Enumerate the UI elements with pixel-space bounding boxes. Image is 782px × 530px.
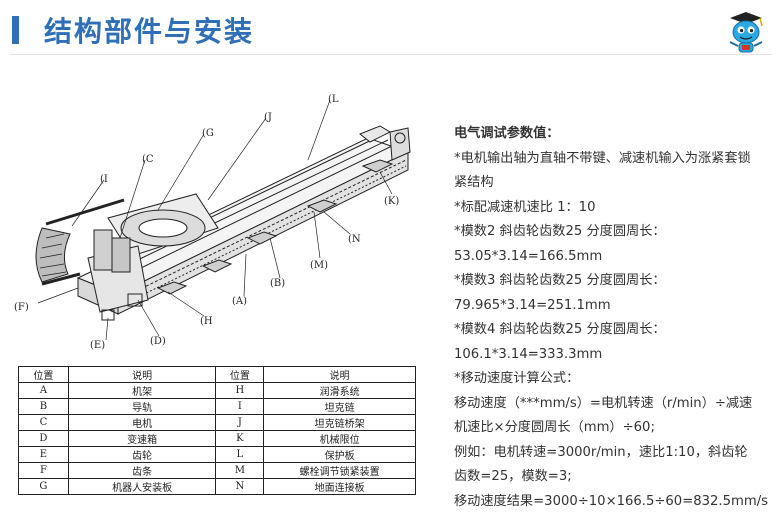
column-header: 位置 [18, 366, 69, 383]
table-cell: 变速箱 [67, 430, 217, 447]
table-cell: 齿轮 [67, 446, 217, 463]
callout-label: (C [142, 154, 154, 165]
linear-axis-drawing: (L (G (J (C (I (K) (N (M) (B) (A) (H (F)… [14, 94, 411, 351]
params-line: 例如：电机转速=3000r/min，速比1:10，斜齿轮 [454, 444, 748, 460]
table-cell: F [18, 462, 69, 479]
params-line: *标配减速机速比 1：10 [454, 199, 596, 215]
params-title: 电气调试参数值： [454, 126, 560, 141]
header-accent-bar [12, 16, 19, 44]
table-cell: 保护板 [263, 446, 416, 463]
header-divider [10, 54, 772, 55]
table-row: F 齿条 M 螺栓调节锁紧装置 [18, 462, 416, 479]
table-cell: 导轨 [67, 398, 217, 415]
params-line: *电机输出轴为直轴不带键、减速机输入为涨紧套锁 [454, 150, 751, 166]
table-cell: 地面连接板 [263, 478, 416, 495]
table-cell: 螺栓调节锁紧装置 [263, 462, 416, 479]
table-cell: B [18, 398, 69, 415]
params-line: 移动速度结果=3000÷10×166.5÷60=832.5mm/s [454, 493, 769, 509]
table-cell: 坦克链桥架 [263, 414, 416, 431]
table-cell: K [215, 430, 265, 447]
page-title: 结构部件与安装 [44, 15, 255, 48]
mascot-graduate-icon [729, 12, 763, 53]
callout-label: (E) [90, 340, 105, 351]
table-header-row: 位置 说明 位置 说明 [18, 366, 416, 383]
column-header: 位置 [215, 366, 265, 383]
table-cell: 机械限位 [263, 430, 416, 447]
column-header: 说明 [263, 366, 416, 383]
table-row: B 导轨 I 坦克链 [18, 398, 416, 415]
callout-label: (L [328, 94, 339, 105]
column-header: 说明 [67, 366, 217, 383]
table-cell: I [215, 398, 265, 415]
params-line: 53.05*3.14=166.5mm [454, 248, 603, 264]
params-line: 移动速度（***mm/s）=电机转速（r/min）÷减速 [454, 395, 753, 411]
callout-label: (M) [310, 260, 328, 271]
callout-label: (I [100, 174, 108, 185]
table-cell: 机架 [67, 382, 217, 399]
callout-label: (A) [232, 296, 247, 307]
table-cell: D [18, 430, 69, 447]
params-line: 机速比×分度圆周长（mm）÷60; [454, 420, 655, 435]
table-cell: 坦克链 [263, 398, 416, 415]
parts-table: 位置 说明 位置 说明 A 机架 H 润滑系统 B 导轨 I 坦克链 C 电机 … [18, 366, 416, 495]
params-line: 106.1*3.14=333.3mm [454, 346, 603, 362]
params-line: *模数2 斜齿轮齿数25 分度圆周长： [454, 224, 666, 239]
table-cell: L [215, 446, 265, 463]
table-row: C 电机 J 坦克链桥架 [18, 414, 416, 431]
params-line: 齿数=25，模数=3; [454, 469, 572, 484]
callout-label: (F) [14, 302, 29, 313]
params-line: *移动速度计算公式： [454, 371, 580, 386]
table-row: A 机架 H 润滑系统 [18, 382, 416, 399]
callout-label: (J [264, 112, 272, 123]
params-line: *模数3 斜齿轮齿数25 分度圆周长： [454, 273, 666, 288]
table-cell: 电机 [67, 414, 217, 431]
params-line: *模数4 斜齿轮齿数25 分度圆周长： [454, 322, 666, 337]
callout-label: (D) [150, 336, 166, 347]
callout-label: (N [348, 234, 361, 245]
table-row: D 变速箱 K 机械限位 [18, 430, 416, 447]
table-cell: E [18, 446, 69, 463]
table-cell: H [215, 382, 265, 399]
params-line: 紧结构 [454, 175, 494, 190]
table-cell: 润滑系统 [263, 382, 416, 399]
table-row: E 齿轮 L 保护板 [18, 446, 416, 463]
callout-label: (K) [384, 196, 399, 207]
table-cell: A [18, 382, 69, 399]
callout-label: (H [200, 316, 213, 327]
table-cell: 齿条 [67, 462, 217, 479]
electrical-params-panel: 电气调试参数值： *电机输出轴为直轴不带键、减速机输入为涨紧套锁 紧结构 *标配… [454, 122, 772, 514]
table-cell: N [215, 478, 265, 495]
table-cell: G [18, 478, 69, 495]
params-line: 79.965*3.14=251.1mm [454, 297, 611, 313]
callout-label: (G [202, 128, 214, 139]
table-cell: C [18, 414, 69, 431]
table-cell: 机器人安装板 [67, 478, 217, 495]
table-row: G 机器人安装板 N 地面连接板 [18, 478, 416, 495]
table-cell: J [215, 414, 265, 431]
callout-label: (B) [270, 278, 285, 289]
table-cell: M [215, 462, 265, 479]
